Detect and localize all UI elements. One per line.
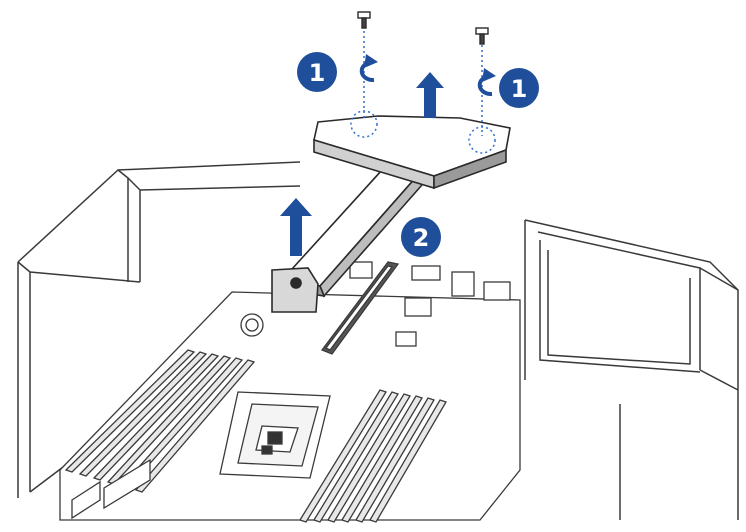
riser-bracket (271, 115, 511, 313)
step-badge-2: 2 (401, 217, 441, 257)
step-number: 1 (309, 59, 326, 87)
step-badge-1-right: 1 (499, 68, 539, 108)
chassis (17, 161, 739, 520)
lift-arrow-left-icon (280, 198, 312, 256)
rotate-arrowhead-right-icon (482, 68, 496, 82)
step-badge-1-left: 1 (297, 52, 337, 92)
step-number: 1 (511, 75, 528, 103)
screw-right-icon (475, 27, 489, 45)
motherboard (59, 261, 521, 523)
rotate-arrowhead-left-icon (364, 54, 378, 68)
lift-arrow-top-icon (416, 72, 444, 118)
step-number: 2 (413, 224, 430, 252)
screw-left-icon (357, 11, 371, 29)
